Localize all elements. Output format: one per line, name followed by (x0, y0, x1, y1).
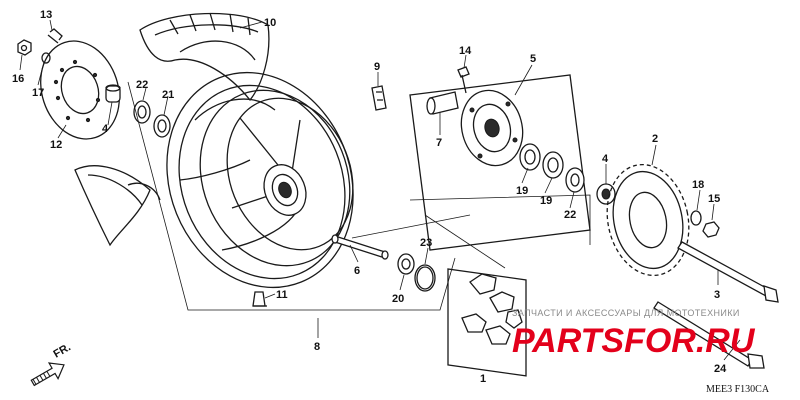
callout-22-left: 22 (136, 79, 148, 91)
callout-22-right: 22 (564, 209, 576, 221)
nut-16 (17, 39, 32, 56)
tire-valve (252, 291, 267, 307)
callout-9: 9 (374, 61, 380, 73)
callout-10: 10 (264, 17, 276, 29)
watermark: ЗАПЧАСТИ И АКСЕССУАРЫ ДЛЯ МОТОТЕХНИКИ PA… (512, 308, 756, 360)
bearing-19a (519, 143, 541, 171)
watermark-logo: PARTSFOR.RU (512, 322, 756, 360)
chain-adjuster-bolt (653, 301, 765, 369)
callout-5: 5 (530, 53, 536, 65)
callout-18: 18 (692, 179, 704, 191)
flange-stud-14 (457, 66, 470, 94)
callout-17: 17 (32, 87, 44, 99)
callout-12: 12 (50, 139, 62, 151)
callout-23: 23 (420, 237, 432, 249)
callout-20: 20 (392, 293, 404, 305)
tire (74, 12, 270, 247)
callout-1: 1 (480, 373, 486, 385)
washer-17 (41, 52, 51, 64)
watermark-logo-part1: PARTS (512, 322, 624, 360)
bearing-21 (153, 114, 171, 138)
nut-15 (702, 221, 720, 238)
rear-wheel-rim (166, 71, 354, 289)
flange-collar-7 (426, 91, 459, 115)
callout-24: 24 (714, 363, 727, 375)
callout-11: 11 (276, 289, 288, 301)
bearing-20 (397, 253, 415, 275)
collar-4-left (105, 84, 121, 103)
callout-7: 7 (436, 137, 442, 149)
callout-6: 6 (354, 265, 360, 277)
front-direction-label: FR. (52, 341, 73, 360)
callout-8: 8 (314, 341, 320, 353)
washer-18 (690, 210, 702, 226)
disc-bolt-13 (47, 28, 63, 44)
driven-sprocket (606, 163, 690, 277)
callout-15: 15 (708, 193, 720, 205)
callout-4-right: 4 (602, 153, 609, 165)
callout-4-left: 4 (102, 123, 109, 135)
callout-13: 13 (40, 9, 52, 21)
diagram-code: MEE3 F130CA (706, 384, 770, 395)
watermark-logo-part2: FOR.RU (624, 322, 756, 360)
wheel-damper-rubbers (447, 268, 527, 377)
callout-21: 21 (162, 89, 174, 101)
watermark-tagline: ЗАПЧАСТИ И АКСЕССУАРЫ ДЛЯ МОТОТЕХНИКИ (512, 308, 740, 318)
callout-19b: 19 (540, 195, 552, 207)
callout-19a: 19 (516, 185, 528, 197)
callout-14: 14 (459, 45, 472, 57)
rear-axle (677, 241, 779, 303)
front-direction-arrow (30, 362, 65, 387)
clip-9 (371, 85, 387, 111)
dust-seal-22-left (133, 100, 151, 124)
callout-3: 3 (714, 289, 720, 301)
callout-16: 16 (12, 73, 24, 85)
axle-distance-collar (331, 234, 389, 260)
brake-disc (40, 40, 120, 140)
callout-2: 2 (652, 133, 658, 145)
final-driven-flange (409, 74, 591, 251)
dust-seal-22-right (565, 167, 585, 193)
circlip-23 (414, 264, 436, 292)
bearing-19b (542, 151, 564, 179)
collar-4-right (596, 183, 616, 205)
